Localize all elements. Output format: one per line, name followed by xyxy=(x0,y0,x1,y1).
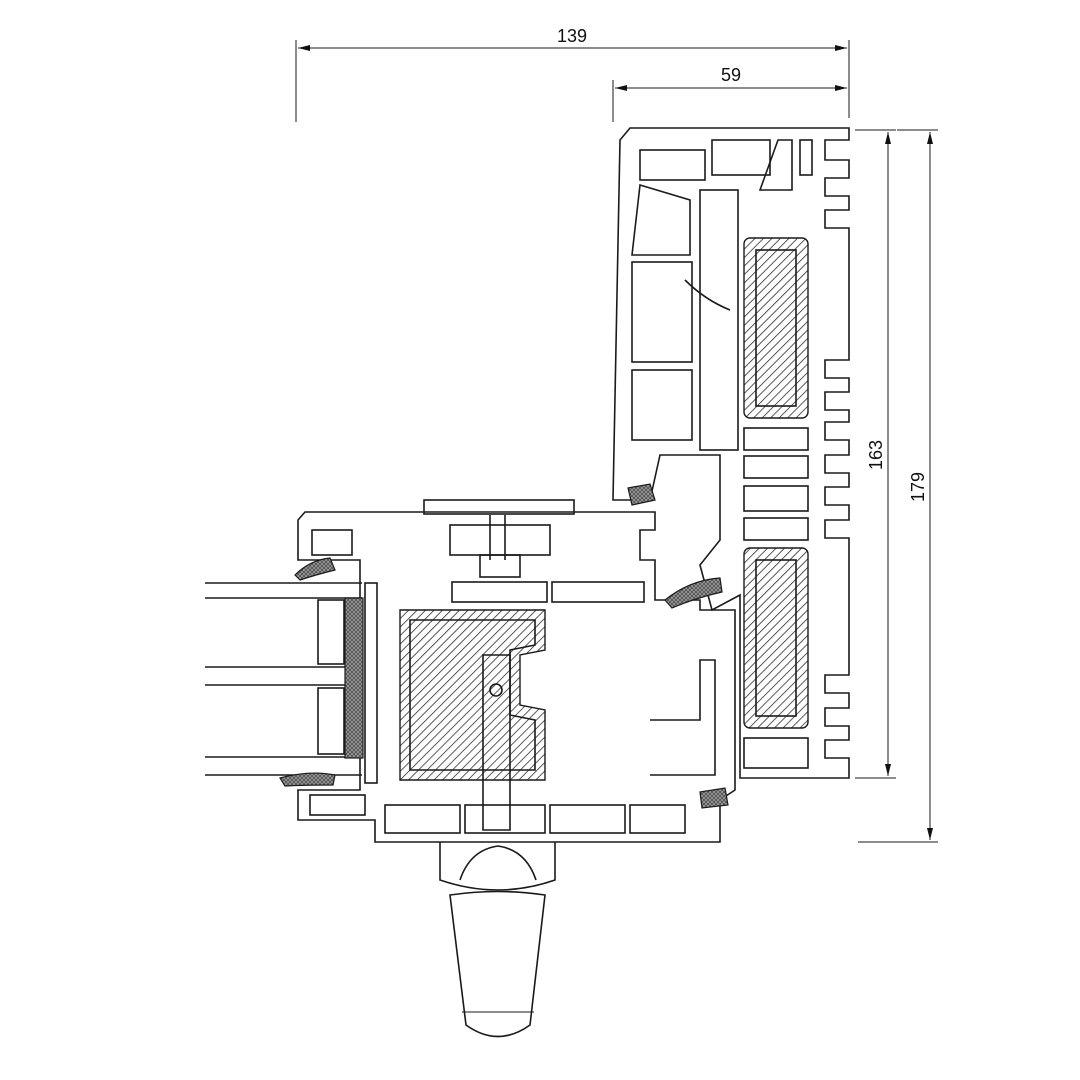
seal-gaskets xyxy=(279,483,729,809)
dimension-frame-width: 59 xyxy=(612,65,847,122)
dimension-label-179: 179 xyxy=(908,472,928,502)
dimension-frame-height: 163 xyxy=(855,129,896,779)
dimension-label-59: 59 xyxy=(721,65,741,85)
window-handle xyxy=(439,842,556,1038)
glazing-unit xyxy=(205,582,378,784)
frame-profile xyxy=(612,127,850,779)
dimension-overall-width: 139 xyxy=(295,26,850,122)
dimension-label-163: 163 xyxy=(866,440,886,470)
dimension-label-139: 139 xyxy=(557,26,587,46)
sash-profile xyxy=(297,499,736,843)
dimension-overall-height: 179 xyxy=(858,129,938,843)
